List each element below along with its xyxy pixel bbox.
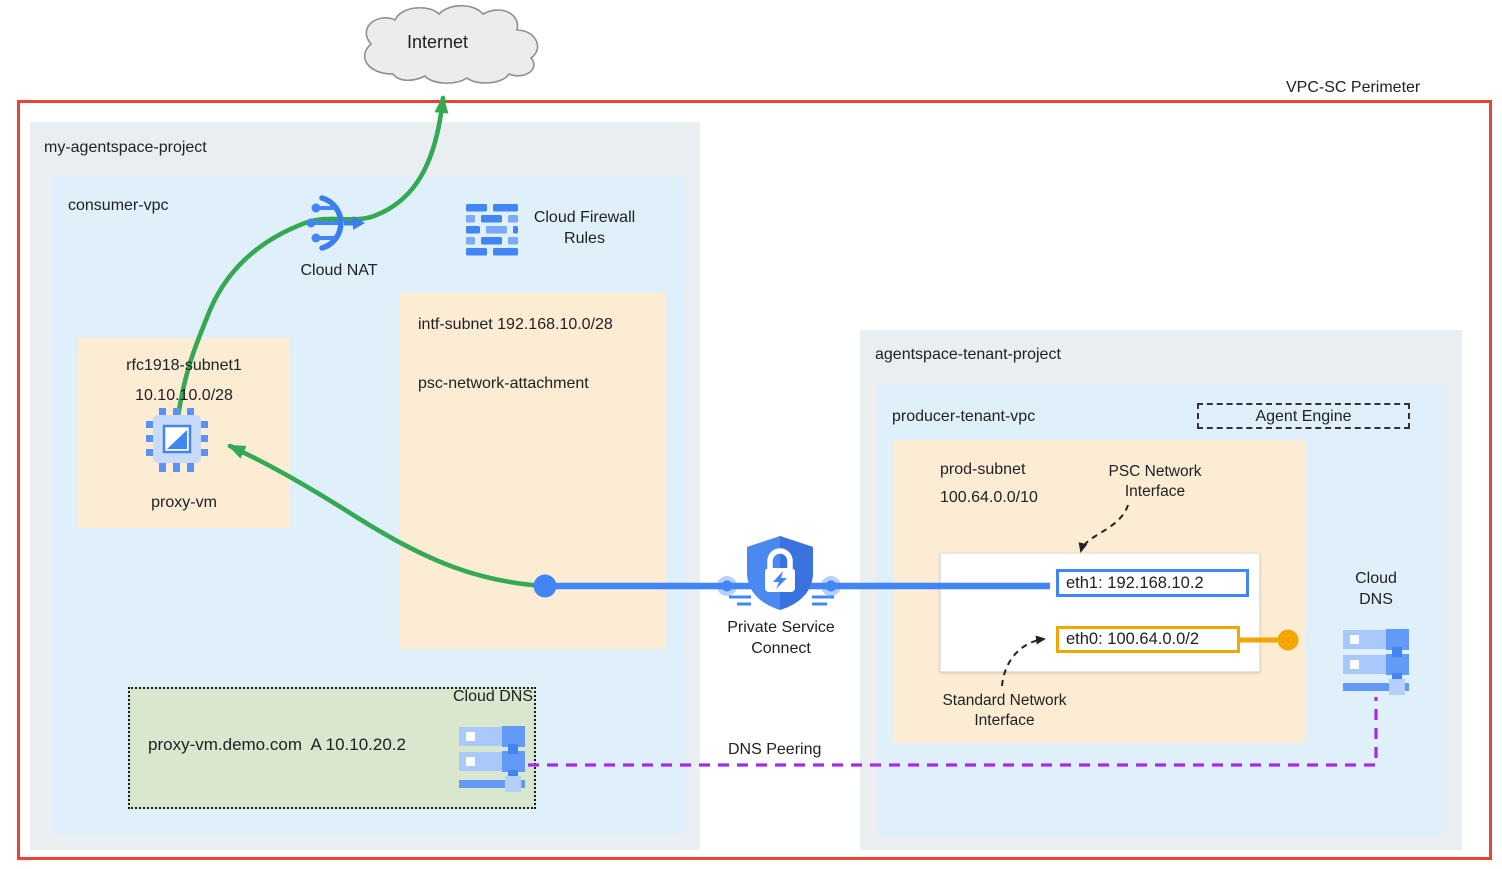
intf-subnet-box — [400, 293, 666, 649]
rfc-subnet-name: rfc1918-subnet1 — [126, 357, 242, 374]
internet-label: Internet — [406, 32, 469, 52]
psc-interface-label: PSC Network Interface — [1108, 463, 1202, 501]
rfc-subnet-cidr: 10.10.10.0/28 — [135, 387, 233, 404]
dns-zone-service-label: Cloud DNS — [452, 688, 534, 705]
dns-record: proxy-vm.demo.com A 10.10.20.2 — [148, 735, 406, 754]
consumer-project-title: my-agentspace-project — [44, 139, 207, 156]
agent-engine-label: Agent Engine — [1255, 408, 1352, 425]
eth1-label: eth1: 192.168.10.2 — [1066, 573, 1204, 592]
prod-subnet-name: prod-subnet — [940, 461, 1026, 478]
standard-interface-label: Standard Network Interface — [942, 692, 1067, 730]
eth1-interface: eth1: 192.168.10.2 — [1056, 569, 1249, 597]
dns-peering-label: DNS Peering — [728, 741, 822, 758]
psc-label: Private Service Connect — [727, 619, 835, 658]
tenant-dns-label: Cloud DNS — [1355, 570, 1397, 609]
agent-engine-box: Agent Engine — [1197, 403, 1410, 429]
intf-subnet-name: intf-subnet 192.168.10.0/28 — [418, 316, 613, 333]
vpc-sc-perimeter-box — [17, 100, 1492, 860]
proxy-vm-label: proxy-vm — [151, 494, 217, 511]
eth0-label: eth0: 100.64.0.0/2 — [1066, 630, 1200, 648]
prod-subnet-cidr: 100.64.0.0/10 — [940, 489, 1038, 506]
psc-network-attachment-label: psc-network-attachment — [418, 375, 589, 392]
firewall-label: Cloud Firewall Rules — [533, 209, 636, 248]
tenant-project-title: agentspace-tenant-project — [875, 346, 1061, 363]
perimeter-label: VPC-SC Perimeter — [1286, 79, 1421, 96]
producer-vpc-title: producer-tenant-vpc — [892, 408, 1036, 425]
cloud-nat-label: Cloud NAT — [300, 262, 378, 279]
consumer-vpc-title: consumer-vpc — [68, 197, 169, 214]
eth0-interface: eth0: 100.64.0.0/2 — [1056, 626, 1240, 653]
